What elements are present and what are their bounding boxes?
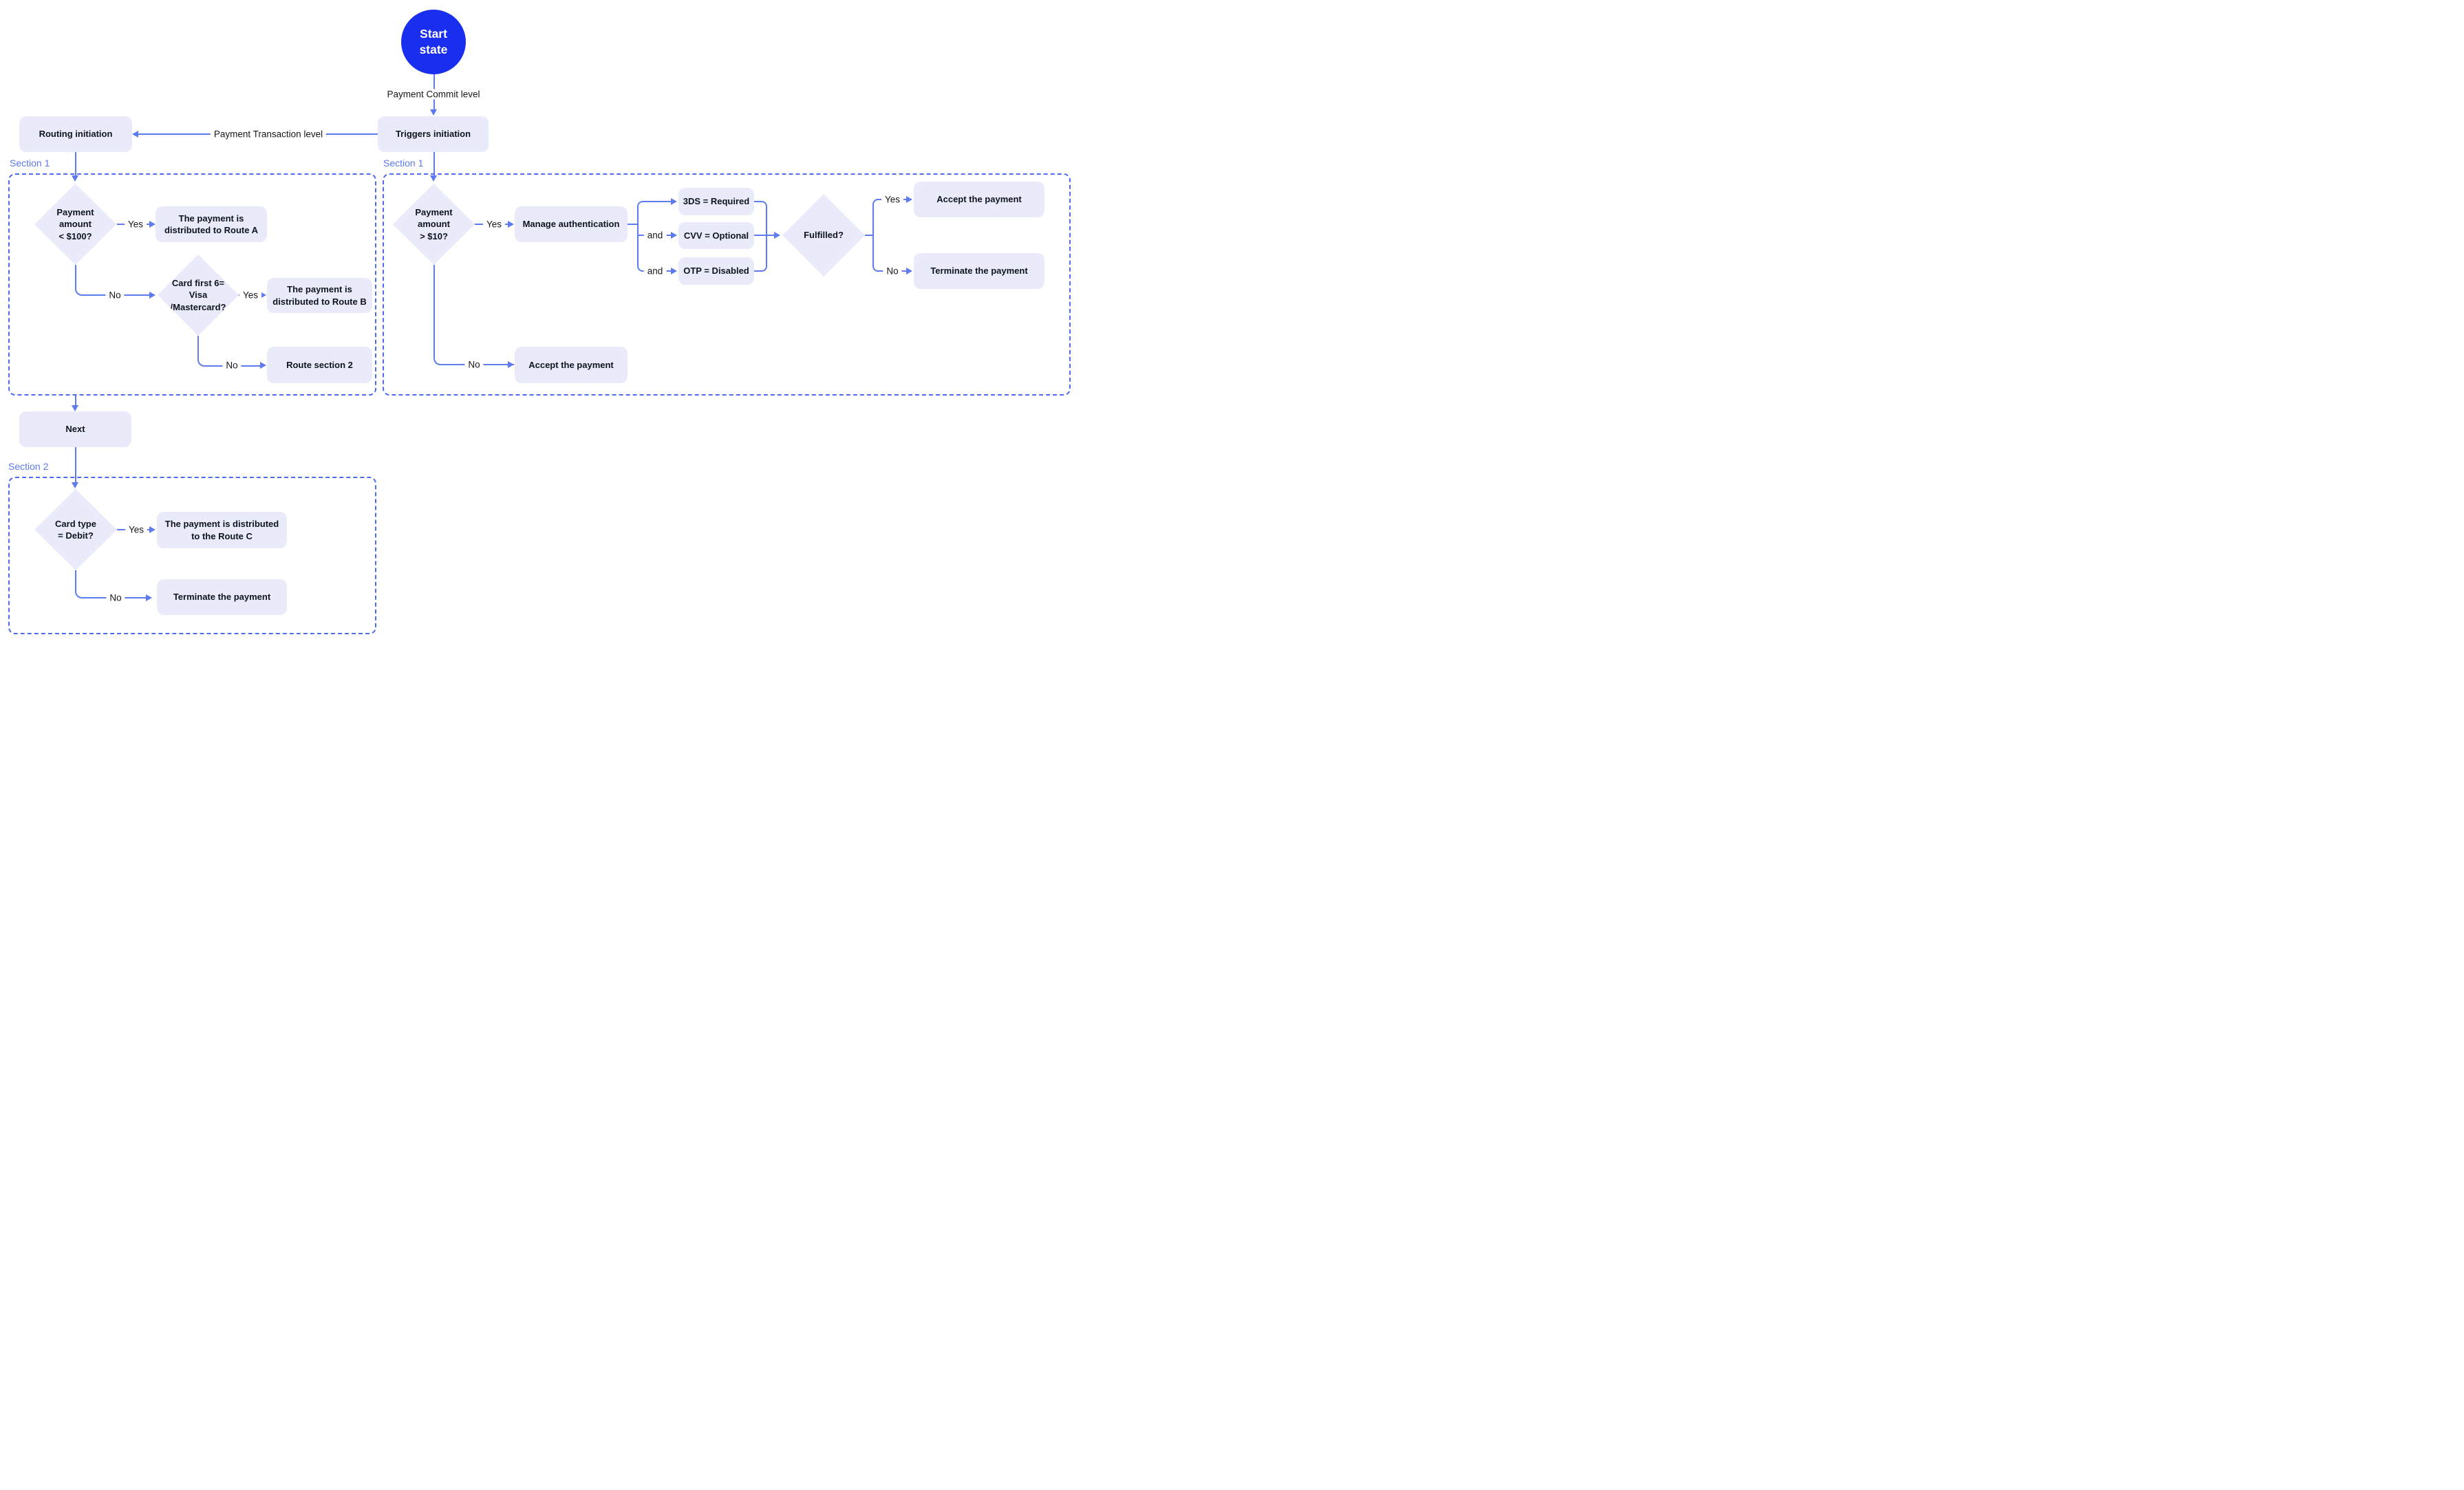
node-accept-payment-right[interactable]: Accept the payment: [914, 182, 1044, 217]
node-otp-disabled[interactable]: OTP = Disabled: [678, 257, 754, 285]
section-label-left: Section 1: [10, 158, 50, 169]
start-state-label-line1: Start: [420, 27, 447, 41]
decision-amount10-line3: > $10?: [420, 230, 448, 241]
node-next[interactable]: Next: [19, 411, 131, 447]
arrowhead-next-to-cardtype: [72, 482, 78, 488]
arrowhead-triggers-to-amount10: [430, 175, 437, 182]
edge-triggers-to-amount10: [433, 152, 435, 175]
arrowhead-cardtype-no: [146, 594, 152, 601]
arrowhead-cardtype-yes: [149, 526, 156, 533]
edge-label-and-1: and: [643, 230, 667, 241]
decision-amount10-line2: amount: [418, 219, 450, 230]
edge-label-payment-transaction: Payment Transaction level: [210, 129, 327, 140]
edge-label-yes-4: Yes: [881, 194, 904, 205]
edge-fulfilled-stub: [865, 235, 874, 236]
node-routing-initiation[interactable]: Routing initiation: [19, 116, 132, 152]
node-route-b[interactable]: The payment is distributed to Route B: [267, 278, 372, 313]
node-cvv-optional[interactable]: CVV = Optional: [678, 222, 754, 249]
arrowhead-cardfirst6-yes: [260, 292, 266, 299]
edge-label-yes-2: Yes: [239, 290, 262, 301]
edge-label-yes-1: Yes: [124, 219, 147, 230]
edge-cvv-to-fulfilled: [754, 235, 774, 236]
arrowhead-amount100-no: [149, 292, 156, 299]
arrowhead-to-fulfilled: [774, 232, 780, 239]
decision-amount100-line2: amount: [59, 219, 92, 230]
arrowhead-section1-to-next: [72, 405, 78, 411]
edge-label-payment-commit: Payment Commit level: [383, 89, 484, 100]
arrowhead-start-to-triggers: [430, 109, 437, 116]
edge-amount10-no: [433, 265, 514, 365]
arrowhead-fulfilled-yes: [906, 196, 912, 203]
node-triggers-initiation[interactable]: Triggers initiation: [378, 116, 489, 152]
node-terminate-payment-right[interactable]: Terminate the payment: [914, 253, 1044, 289]
edge-label-no-2: No: [222, 360, 242, 371]
edge-next-to-cardtype: [74, 447, 76, 482]
edge-label-no-5: No: [106, 592, 125, 603]
edge-otp-to-fulfilled: [754, 235, 767, 272]
decision-cardfirst6-line3: /Mastercard?: [170, 301, 226, 312]
decision-cardfirst6-line2: Visa: [189, 290, 208, 301]
edge-routing-to-amount100: [74, 152, 76, 175]
edge-label-and-2: and: [643, 266, 667, 277]
section-label-right: Section 1: [383, 158, 424, 169]
decision-amount100-line3: < $100?: [58, 230, 92, 241]
arrowhead-amount10-yes: [508, 221, 514, 228]
decision-cardtype-line2: = Debit?: [58, 530, 94, 541]
arrowhead-3ds: [671, 198, 677, 205]
section-frame-right: [383, 173, 1071, 396]
decision-amount10-line1: Payment: [415, 207, 453, 218]
section-label-bottom: Section 2: [8, 461, 49, 472]
node-route-section-2[interactable]: Route section 2: [267, 347, 372, 383]
node-route-a[interactable]: The payment is distributed to Route A: [156, 206, 267, 242]
node-3ds-required[interactable]: 3DS = Required: [678, 188, 754, 215]
arrowhead-amount10-no: [508, 361, 514, 368]
edge-branch-3ds: [637, 201, 671, 224]
decision-fulfilled-label: Fulfilled?: [804, 230, 844, 241]
node-terminate-payment-bottom[interactable]: Terminate the payment: [157, 579, 287, 615]
arrowhead-routing-to-amount100: [72, 175, 78, 182]
section-frame-left: [8, 173, 376, 396]
node-manage-authentication[interactable]: Manage authentication: [515, 206, 628, 242]
arrowhead-triggers-to-routing: [132, 131, 138, 138]
arrowhead-amount100-yes: [149, 221, 156, 228]
section-frame-bottom: [8, 477, 376, 634]
node-route-c[interactable]: The payment is distributed to the Route …: [157, 512, 287, 548]
decision-cardtype-line1: Card type: [55, 518, 96, 529]
start-state-label-line2: state: [419, 43, 448, 56]
edge-label-yes-3: Yes: [482, 219, 506, 230]
arrowhead-cardfirst6-no: [260, 362, 266, 369]
flowchart-canvas: Start state Payment Commit level Trigger…: [0, 0, 1079, 652]
decision-cardfirst6-line1: Card first 6=: [171, 278, 225, 289]
arrowhead-cvv: [671, 232, 677, 239]
edge-label-no-4: No: [464, 359, 484, 370]
arrowhead-fulfilled-no: [906, 268, 912, 274]
edge-section1-to-next: [74, 396, 76, 405]
edge-label-no-1: No: [105, 290, 125, 301]
decision-amount100-line1: Payment: [56, 207, 94, 218]
node-accept-payment-bottom[interactable]: Accept the payment: [515, 347, 628, 383]
start-state-node[interactable]: Start state: [401, 10, 466, 74]
edge-label-yes-5: Yes: [125, 524, 148, 535]
edge-manageauth-stub: [628, 224, 638, 225]
arrowhead-otp: [671, 268, 677, 274]
edge-3ds-to-fulfilled: [754, 201, 767, 235]
edge-label-no-3: No: [883, 266, 902, 277]
